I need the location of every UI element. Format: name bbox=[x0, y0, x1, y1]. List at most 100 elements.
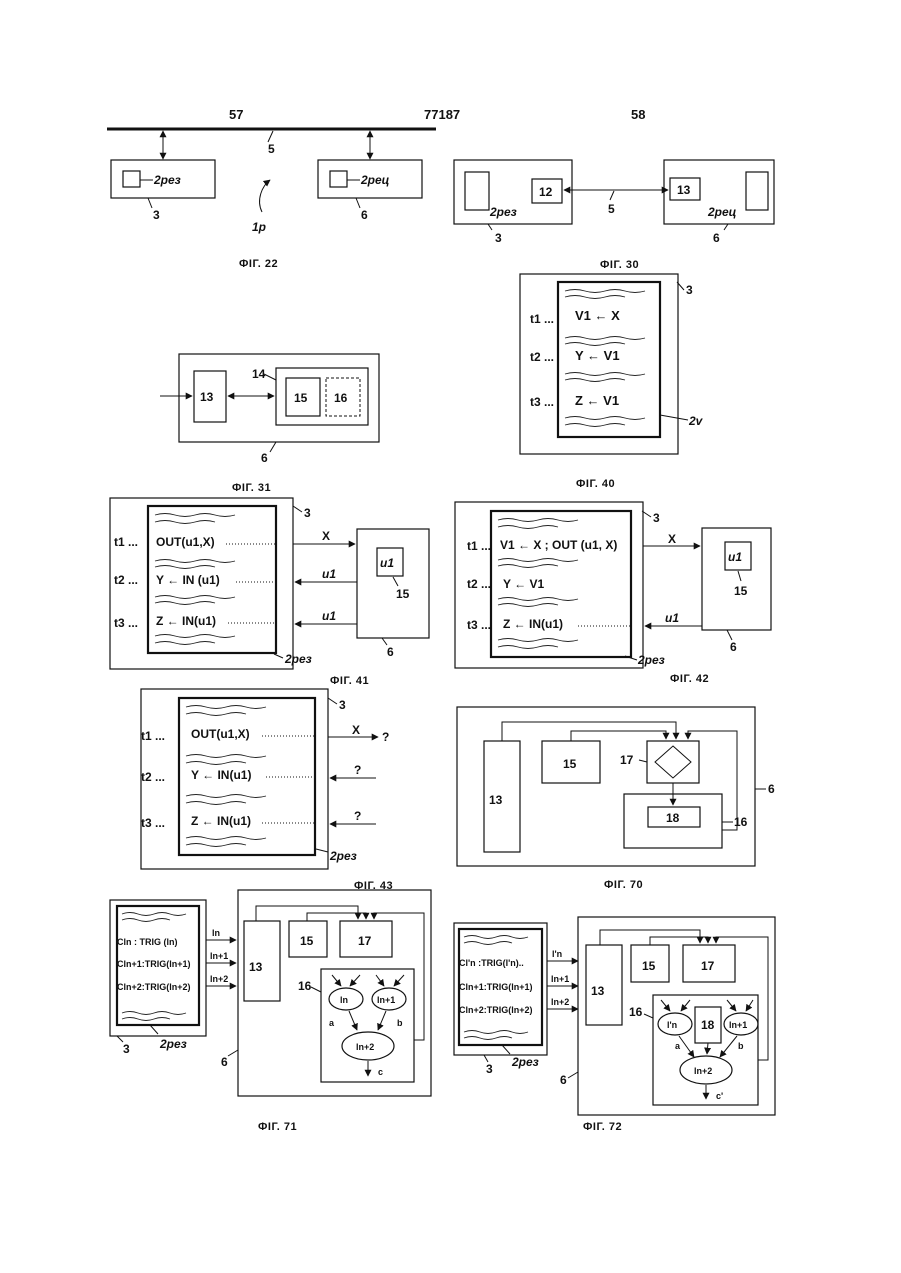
outer-box bbox=[520, 274, 678, 454]
block-a-number: 15 bbox=[294, 391, 308, 405]
outer-box-number: 3 bbox=[339, 698, 346, 712]
time-label: t1 ... bbox=[467, 539, 491, 553]
fig22-caption: ФІГ. 22 bbox=[239, 258, 278, 270]
module-number: 13 bbox=[200, 390, 214, 404]
code-line: OUT(u1,X) bbox=[156, 535, 215, 549]
variable-box-number: 15 bbox=[734, 584, 748, 598]
code-line: Y ← V1 bbox=[503, 577, 544, 591]
time-label: t1 ... bbox=[114, 535, 138, 549]
left-module-number: 12 bbox=[539, 185, 553, 199]
figure-22: 5 2рез 3 2рец 6 1р ФІГ. 22 bbox=[107, 129, 436, 270]
time-label: t2 ... bbox=[141, 770, 165, 784]
code-line: Z ← IN(u1) bbox=[156, 614, 216, 628]
arrow-label: u1 bbox=[322, 567, 336, 581]
code-line: Y ← V1 bbox=[575, 348, 620, 363]
trigger-line: Cln : TRIG (ln) bbox=[117, 937, 178, 947]
edge-label: a bbox=[329, 1018, 335, 1028]
code-line: Y ← IN(u1) bbox=[191, 768, 251, 782]
right-page-number: 58 bbox=[631, 107, 645, 122]
unknown-mark: ? bbox=[354, 763, 361, 777]
edge-label: b bbox=[738, 1041, 744, 1051]
trigger-arrow-label: ln bbox=[212, 928, 220, 938]
register-tag: 2рез bbox=[329, 849, 357, 863]
time-label: t2 ... bbox=[114, 573, 138, 587]
time-label: t3 ... bbox=[114, 616, 138, 630]
node-label: ln+2 bbox=[356, 1042, 374, 1052]
figure-72: Cl'n :TRIG(l'n).. Cln+1:TRIG(ln+1) Cln+2… bbox=[454, 917, 775, 1133]
trigger-line: Cln+2:TRIG(ln+2) bbox=[117, 982, 191, 992]
group-number: 16 bbox=[629, 1005, 643, 1019]
code-line: V1 ← X ; OUT (u1, X) bbox=[500, 538, 617, 552]
decision-number: 17 bbox=[620, 753, 634, 767]
target-device-box bbox=[357, 529, 429, 638]
block-b-number: 17 bbox=[701, 959, 715, 973]
trigger-line: Cln+1:TRIG(ln+1) bbox=[117, 959, 191, 969]
trigger-arrow-label: ln+2 bbox=[210, 974, 228, 984]
code-line: Z ← IN(u1) bbox=[191, 814, 251, 828]
left-box-number: 3 bbox=[153, 208, 160, 222]
code-line: Z ← IN(u1) bbox=[503, 617, 563, 631]
figure-42: 3 t1 ... V1 ← X ; OUT (u1, X) t2 ... Y ←… bbox=[455, 502, 771, 685]
fig41-caption: ФІГ. 41 bbox=[330, 675, 369, 687]
fig31-caption: ФІГ. 31 bbox=[232, 482, 271, 494]
figure-31: 13 14 15 16 6 ФІГ. 31 bbox=[160, 354, 379, 494]
inner-number: 18 bbox=[666, 811, 680, 825]
register-tag: 2рез bbox=[284, 652, 312, 666]
fig42-caption: ФІГ. 42 bbox=[670, 673, 709, 685]
arrow-label: X bbox=[668, 532, 676, 546]
outer-box-number: 3 bbox=[686, 283, 693, 297]
fig72-caption: ФІГ. 72 bbox=[583, 1121, 622, 1133]
right-box-number: 6 bbox=[713, 231, 720, 245]
figure-41: 3 t1 ... OUT(u1,X) t2 ... Y ← IN (u1) t3… bbox=[110, 498, 429, 687]
outer-box-number: 6 bbox=[560, 1073, 567, 1087]
variable-label: u1 bbox=[728, 550, 742, 564]
node-label: l'n bbox=[667, 1020, 677, 1030]
time-label: t1 ... bbox=[530, 312, 554, 326]
outer-box-number: 6 bbox=[261, 451, 268, 465]
link-number: 5 bbox=[608, 202, 615, 216]
output-label: c' bbox=[716, 1091, 723, 1101]
register-tag: 2рез bbox=[159, 1037, 187, 1051]
arrow-label: X bbox=[322, 529, 330, 543]
block-a-number: 15 bbox=[300, 934, 314, 948]
time-label: t3 ... bbox=[467, 618, 491, 632]
pointer-label: 1р bbox=[252, 220, 266, 234]
figure-43: 3 t1 ... OUT(u1,X) t2 ... Y ← IN(u1) t3 … bbox=[141, 689, 393, 892]
right-register-tag: 2рец bbox=[360, 173, 390, 187]
target-box-number: 6 bbox=[730, 640, 737, 654]
left-box-number: 3 bbox=[495, 231, 502, 245]
module-number: 13 bbox=[249, 960, 263, 974]
unknown-mark: ? bbox=[382, 730, 389, 744]
time-label: t1 ... bbox=[141, 729, 165, 743]
target-box-number: 6 bbox=[387, 645, 394, 659]
fig30-caption: ФІГ. 30 bbox=[600, 259, 639, 271]
code-line: V1 ← X bbox=[575, 308, 620, 323]
block-number: 15 bbox=[563, 757, 577, 771]
figure-40: 3 t1 ... V1 ← X t2 ... Y ← V1 t3 ... Z ←… bbox=[520, 274, 704, 490]
arrow-label: X bbox=[352, 723, 360, 737]
patent-number: 77187 bbox=[424, 107, 460, 122]
variable-label: u1 bbox=[380, 556, 394, 570]
register-tag: 2рез bbox=[637, 653, 665, 667]
node-label: ln bbox=[340, 995, 348, 1005]
trigger-arrow-label: ln+1 bbox=[210, 951, 228, 961]
register-tag: 2v bbox=[688, 414, 704, 428]
outer-box-number: 3 bbox=[653, 511, 660, 525]
figure-71: Cln : TRIG (ln) Cln+1:TRIG(ln+1) Cln+2:T… bbox=[110, 890, 431, 1133]
time-label: t3 ... bbox=[530, 395, 554, 409]
code-line: OUT(u1,X) bbox=[191, 727, 250, 741]
time-label: t2 ... bbox=[467, 577, 491, 591]
trigger-line: Cl'n :TRIG(l'n).. bbox=[459, 958, 524, 968]
code-line: Y ← IN (u1) bbox=[156, 573, 220, 587]
arrow-label: u1 bbox=[665, 611, 679, 625]
trigger-arrow-label: ln+1 bbox=[551, 974, 569, 984]
node-label: ln+1 bbox=[377, 995, 395, 1005]
left-register-tag: 2рез bbox=[489, 205, 517, 219]
left-register-tag: 2рез bbox=[153, 173, 181, 187]
node-label: ln+2 bbox=[694, 1066, 712, 1076]
fig71-caption: ФІГ. 71 bbox=[258, 1121, 297, 1133]
fig70-caption: ФІГ. 70 bbox=[604, 879, 643, 891]
right-register-tag: 2рец bbox=[707, 205, 737, 219]
inner-number: 18 bbox=[701, 1018, 715, 1032]
